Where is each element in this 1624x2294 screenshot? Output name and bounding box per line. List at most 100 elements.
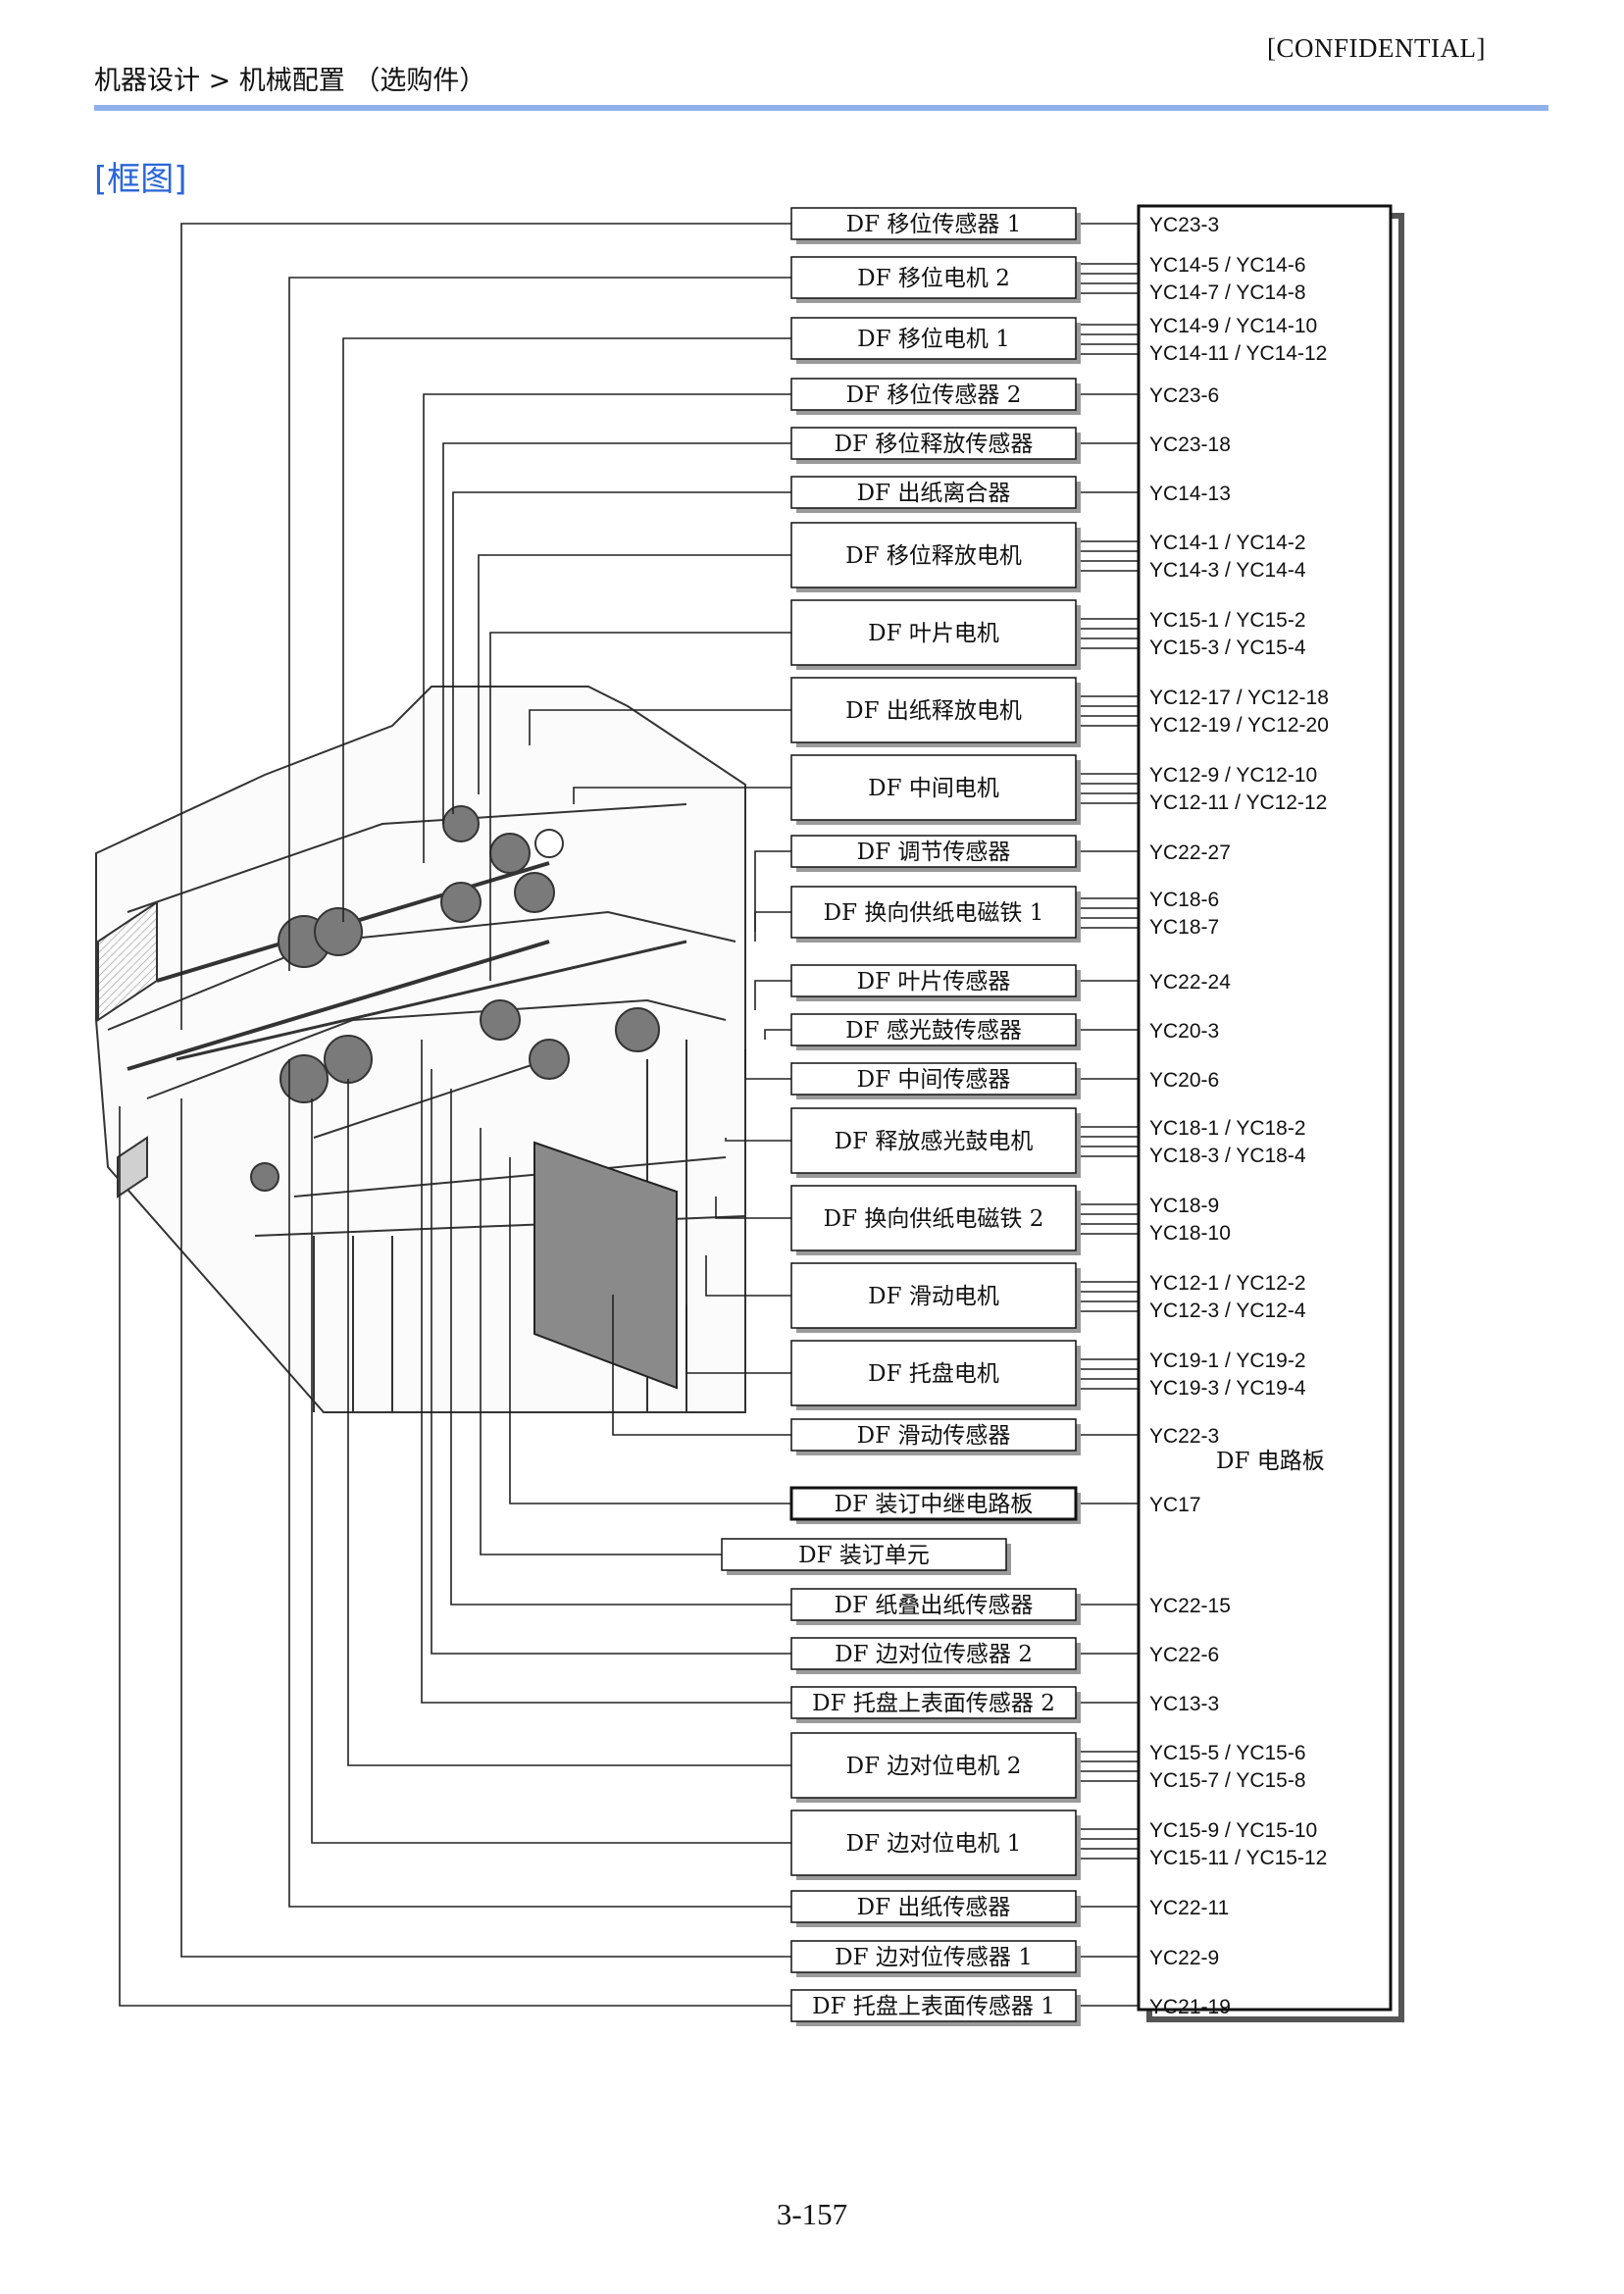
leader-line-27 (311, 1098, 791, 1844)
leader-line-08 (489, 632, 791, 981)
component-box-14 (790, 1013, 1077, 1046)
leader-line-06 (452, 491, 791, 814)
connector-label-07-2: YC14-3 / YC14-4 (1149, 559, 1306, 582)
connector-label-24-1: YC22-6 (1149, 1644, 1219, 1666)
component-box-12 (790, 886, 1077, 939)
connector-label-12-1: YC18-6 (1149, 889, 1219, 911)
leader-line-11 (754, 850, 791, 932)
component-box-19 (790, 1340, 1077, 1406)
component-box-20 (790, 1418, 1077, 1452)
leader-line-12 (754, 911, 791, 942)
connector-label-17-1: YC18-9 (1149, 1195, 1219, 1217)
connector-label-27-2: YC15-11 / YC15-12 (1149, 1847, 1327, 1869)
component-label-25: DF 托盘上表面传感器 2 (812, 1691, 1055, 1716)
connector-label-15-1: YC20-6 (1149, 1069, 1219, 1092)
component-label-05: DF 移位释放传感器 (835, 432, 1034, 457)
connector-label-11-1: YC22-27 (1149, 841, 1231, 864)
component-box-17 (790, 1185, 1077, 1251)
section-title: [框图] (94, 160, 187, 199)
leader-line-15 (744, 1049, 791, 1080)
component-label-14: DF 感光鼓传感器 (845, 1018, 1022, 1044)
component-label-03: DF 移位电机 1 (857, 327, 1010, 352)
connector-label-12-2: YC18-7 (1149, 916, 1219, 939)
component-label-12: DF 换向供纸电磁铁 1 (824, 900, 1044, 926)
component-box-23 (790, 1588, 1077, 1621)
leader-line-05 (442, 442, 791, 824)
connector-label-28-1: YC22-11 (1149, 1897, 1229, 1919)
leader-line-22 (480, 1128, 722, 1555)
component-label-27: DF 边对位电机 1 (846, 1831, 1022, 1857)
component-label-17: DF 换向供纸电磁铁 2 (824, 1206, 1044, 1232)
component-label-26: DF 边对位电机 2 (846, 1754, 1022, 1779)
component-label-09: DF 出纸释放电机 (845, 698, 1022, 724)
connector-label-10-2: YC12-11 / YC12-12 (1149, 791, 1327, 814)
connector-label-06-1: YC14-13 (1149, 483, 1231, 505)
component-label-30: DF 托盘上表面传感器 1 (812, 1994, 1055, 2019)
leader-line-26 (347, 1079, 791, 1766)
component-label-29: DF 边对位传感器 1 (835, 1945, 1033, 1970)
component-label-07: DF 移位释放电机 (845, 543, 1022, 569)
component-box-29 (790, 1940, 1077, 1973)
component-box-05 (790, 427, 1077, 460)
component-box-07 (790, 522, 1077, 588)
component-label-16: DF 释放感光鼓电机 (835, 1129, 1034, 1154)
connector-label-02-1: YC14-5 / YC14-6 (1149, 254, 1306, 277)
leader-line-17 (715, 1197, 791, 1219)
leader-line-29 (180, 1098, 791, 1958)
connector-label-16-1: YC18-1 / YC18-2 (1149, 1117, 1306, 1140)
leader-line-13 (754, 980, 791, 1010)
component-label-24: DF 边对位传感器 2 (835, 1642, 1033, 1667)
component-box-06 (790, 476, 1077, 509)
df-circuit-board-plate (533, 1141, 678, 1390)
component-label-06: DF 出纸离合器 (857, 481, 1011, 506)
component-box-11 (790, 835, 1077, 868)
component-box-08 (790, 599, 1077, 666)
component-label-22: DF 装订单元 (798, 1543, 930, 1568)
leader-line-07 (478, 554, 791, 794)
leader-line-02 (288, 277, 791, 971)
df-circuit-board-frame-border (1137, 204, 1393, 2012)
connector-label-20-1: YC22-3 (1149, 1425, 1219, 1448)
leader-line-14 (764, 1029, 791, 1040)
page-number: 3-157 (776, 2197, 848, 2231)
leader-line-04 (423, 393, 791, 863)
component-box-27 (790, 1810, 1077, 1876)
leader-line-18 (705, 1255, 791, 1297)
component-label-21: DF 装订中继电路板 (835, 1492, 1034, 1517)
connector-label-04-1: YC23-6 (1149, 384, 1219, 407)
component-label-04: DF 移位传感器 2 (846, 382, 1022, 408)
component-label-18: DF 滑动电机 (868, 1284, 999, 1309)
leader-line-23 (450, 1089, 791, 1606)
leader-line-30 (119, 1106, 791, 2007)
header-rule (94, 105, 1548, 111)
connector-label-10-1: YC12-9 / YC12-10 (1149, 764, 1317, 787)
leader-line-01 (180, 223, 791, 1030)
leader-line-09 (529, 709, 791, 745)
leader-line-03 (342, 337, 791, 922)
connector-label-27-1: YC15-9 / YC15-10 (1149, 1819, 1317, 1842)
component-box-15 (790, 1062, 1077, 1096)
component-box-30 (790, 1989, 1077, 2022)
connector-label-16-2: YC18-3 / YC18-4 (1149, 1145, 1306, 1167)
connector-label-03-2: YC14-11 / YC14-12 (1149, 342, 1327, 365)
leader-line-19 (685, 1304, 791, 1374)
component-box-28 (790, 1890, 1077, 1923)
component-label-10: DF 中间电机 (868, 776, 999, 801)
connector-label-08-2: YC15-3 / YC15-4 (1149, 637, 1306, 659)
component-label-20: DF 滑动传感器 (857, 1423, 1011, 1449)
component-box-13 (790, 964, 1077, 997)
connector-label-18-1: YC12-1 / YC12-2 (1149, 1272, 1306, 1295)
connector-label-25-1: YC13-3 (1149, 1693, 1219, 1715)
component-label-15: DF 中间传感器 (857, 1067, 1011, 1093)
confidential-mark: [CONFIDENTIAL] (1267, 33, 1486, 63)
connector-label-29-1: YC22-9 (1149, 1947, 1219, 1969)
component-box-02 (790, 256, 1077, 299)
df-circuit-board-label: DF 电路板 (1216, 1449, 1325, 1474)
component-box-09 (790, 677, 1077, 743)
connector-label-05-1: YC23-18 (1149, 433, 1231, 456)
connector-label-13-1: YC22-24 (1149, 971, 1231, 994)
component-label-11: DF 调节传感器 (857, 840, 1011, 865)
leader-line-10 (573, 787, 791, 804)
connector-label-19-2: YC19-3 / YC19-4 (1149, 1377, 1306, 1400)
connector-label-26-2: YC15-7 / YC15-8 (1149, 1769, 1306, 1792)
